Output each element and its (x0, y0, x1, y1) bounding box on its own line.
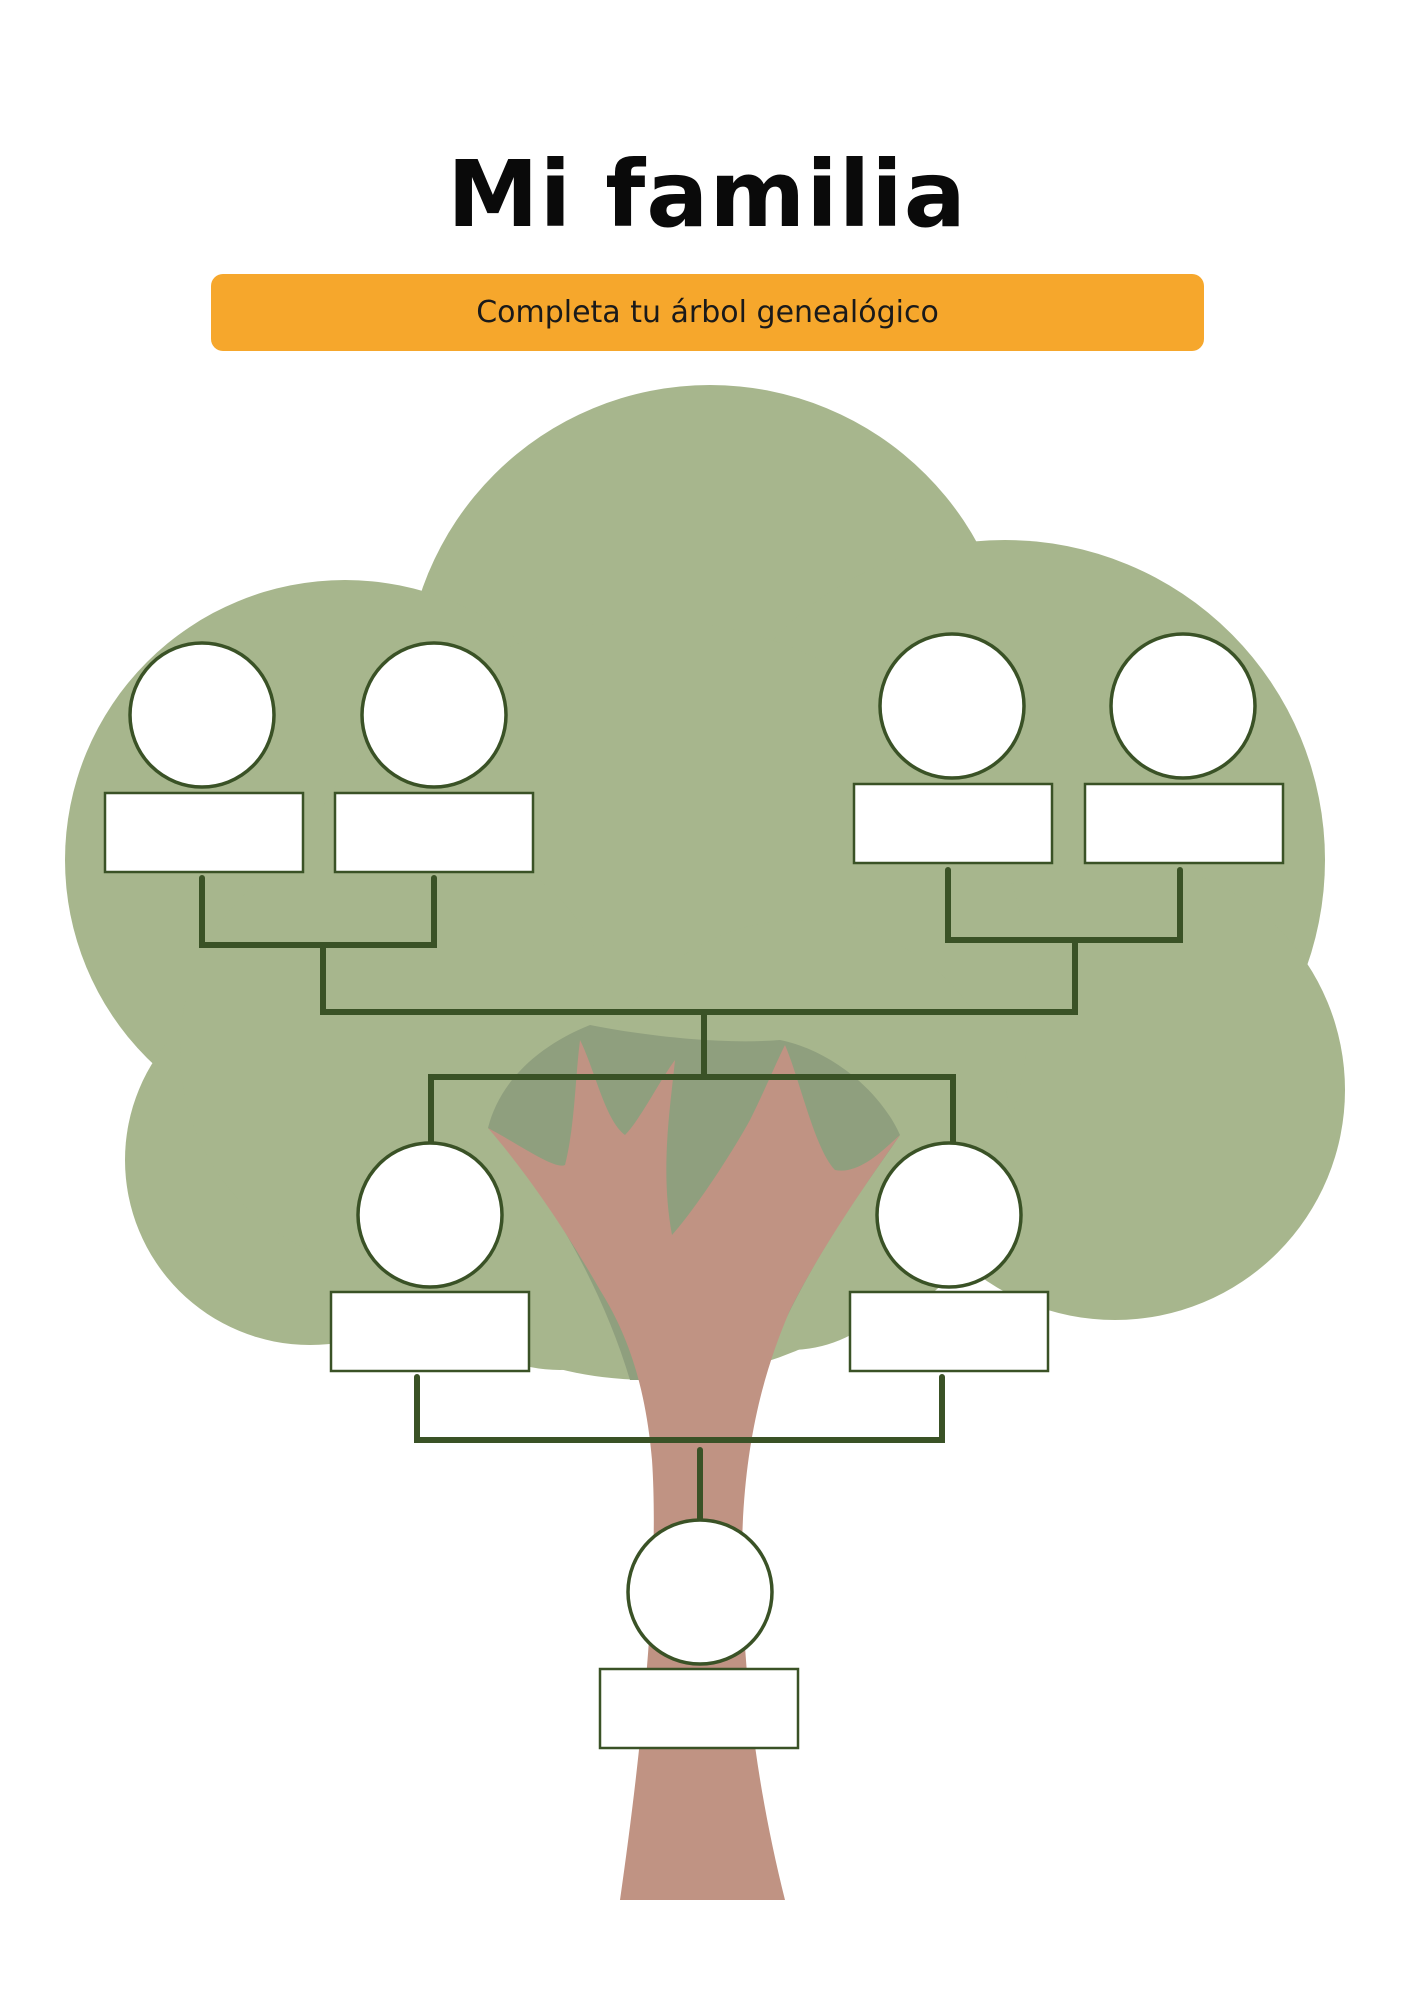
member-grandparent-2 (333, 641, 535, 874)
member-parent-1 (329, 1141, 531, 1373)
name-field[interactable] (333, 791, 535, 874)
name-field[interactable] (852, 782, 1054, 865)
name-field[interactable] (598, 1667, 800, 1750)
name-field[interactable] (103, 791, 305, 874)
photo-placeholder[interactable] (875, 1141, 1023, 1289)
photo-placeholder[interactable] (626, 1518, 774, 1666)
photo-placeholder[interactable] (128, 641, 276, 789)
name-field[interactable] (848, 1290, 1050, 1373)
photo-placeholder[interactable] (356, 1141, 504, 1289)
photo-placeholder[interactable] (360, 641, 508, 789)
member-grandparent-4 (1083, 632, 1285, 865)
member-me (598, 1518, 800, 1750)
photo-placeholder[interactable] (878, 632, 1026, 780)
member-grandparent-1 (103, 641, 305, 874)
subtitle-text: Completa tu árbol genealógico (476, 295, 939, 330)
tree-trunk (488, 1040, 900, 1900)
member-grandparent-3 (852, 632, 1054, 865)
photo-placeholder[interactable] (1109, 632, 1257, 780)
tree-connectors (199, 867, 1183, 1525)
name-field[interactable] (329, 1290, 531, 1373)
page-title: Mi familia (447, 141, 967, 248)
subtitle-banner: Completa tu árbol genealógico (211, 274, 1204, 351)
name-field[interactable] (1083, 782, 1285, 865)
member-parent-2 (848, 1141, 1050, 1373)
